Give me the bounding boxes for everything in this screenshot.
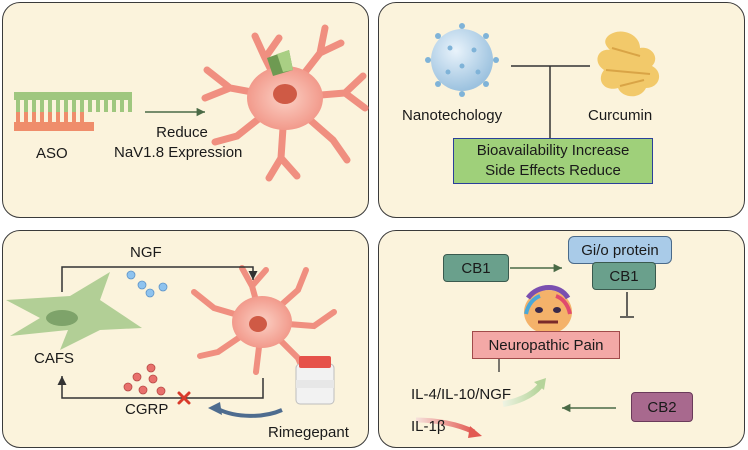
neuron-icon-top [201,24,369,182]
neuropathic-pain-box: Neuropathic Pain [472,331,620,359]
ngf-label: NGF [130,244,162,261]
pain-face-icon [524,285,572,334]
gio-protein-box: Gi/o protein [568,236,672,264]
reduce-label: Reduce [156,124,208,141]
drug-action-arrow [217,407,283,418]
nanoparticle-icon [425,23,499,97]
il1b-label: IL-1β [411,418,446,435]
bioavailability-line: Bioavailability Increase [476,142,630,159]
block-cross-icon [177,391,191,405]
side-effects-line: Side Effects Reduce [485,162,621,179]
caf-cell-icon [6,272,142,350]
nav18-expression-label: NaV1.8 Expression [114,144,243,161]
bioavailability-result-box: Bioavailability Increase Side Effects Re… [453,138,653,184]
cgrp-label: CGRP [125,401,169,418]
rimegepant-label: Rimegepant [268,424,349,441]
cb1-inner-box: CB1 [592,262,656,290]
cgrp-molecules [123,363,166,396]
curcumin-root-icon [597,31,660,97]
cb2-box: CB2 [631,392,693,422]
ngf-pathway-arrow [61,266,258,292]
rimegepant-bottle-icon [295,356,335,405]
neuron-icon-bottom [191,265,337,379]
ngf-molecules [126,270,168,298]
curcumin-label: Curcumin [588,107,653,124]
cgrp-pathway-arrow [57,376,264,399]
cytokine-label: IL-4/IL-10/NGF [411,386,512,403]
cytokine-up-arrow [502,383,543,407]
cb1-box: CB1 [443,254,509,282]
aso-label: ASO [36,145,68,162]
aso-strand-icon [14,92,132,131]
cafs-label: CAFS [34,350,75,367]
nanotechnology-label: Nanotechology [402,107,503,124]
